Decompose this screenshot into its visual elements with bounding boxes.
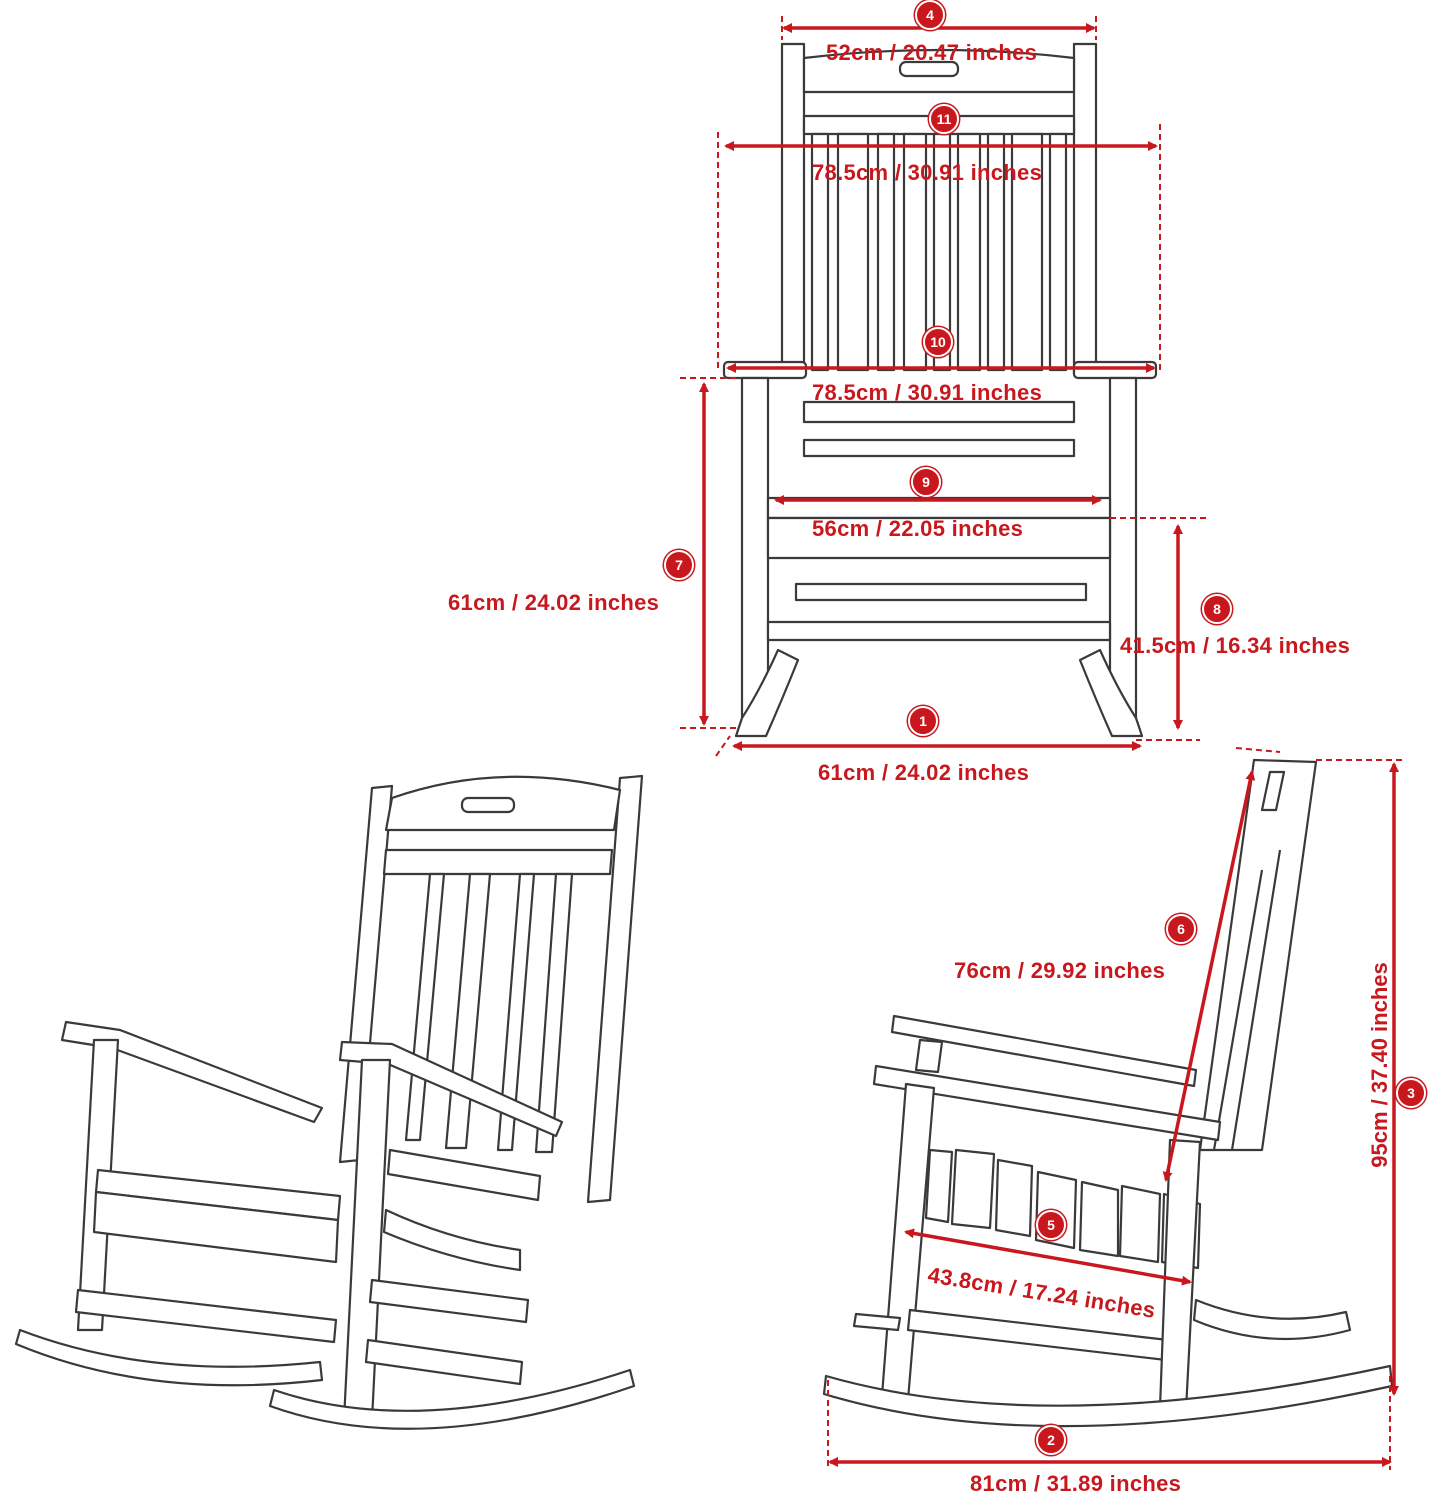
dimension-label-3: 95cm / 37.40 inches xyxy=(1367,962,1392,1168)
side-view-chair xyxy=(822,758,1394,1428)
dimension-label-8: 41.5cm / 16.34 inches xyxy=(1120,633,1351,658)
dimension-marker-3: 3 xyxy=(1396,1078,1426,1108)
dimension-marker-8: 8 xyxy=(1202,594,1232,624)
dimension-marker-4: 4 xyxy=(915,0,945,30)
dimension-label-7: 61cm / 24.02 inches xyxy=(448,590,660,615)
dimension-marker-6: 6 xyxy=(1166,914,1196,944)
dimension-marker-7: 7 xyxy=(664,550,694,580)
perspective-chair xyxy=(14,774,644,1430)
dimension-marker-5: 5 xyxy=(1036,1210,1066,1240)
dimension-label-11: 78.5cm / 30.91 inches xyxy=(812,160,1043,185)
extension-lines xyxy=(680,16,1404,1470)
dimension-marker-1: 1 xyxy=(908,706,938,736)
dimension-label-6: 76cm / 29.92 inches xyxy=(954,958,1166,983)
dimension-marker-11: 11 xyxy=(929,104,959,134)
dimension-label-10: 78.5cm / 30.91 inches xyxy=(812,380,1043,405)
dimension-label-4: 52cm / 20.47 inches xyxy=(826,40,1038,65)
dimension-label-9: 56cm / 22.05 inches xyxy=(812,516,1024,541)
dimension-marker-9: 9 xyxy=(911,467,941,497)
front-view-chair xyxy=(722,42,1158,738)
dimension-lines xyxy=(699,23,1399,1467)
dimension-marker-10: 10 xyxy=(923,327,953,357)
dimension-label-1: 61cm / 24.02 inches xyxy=(818,760,1030,785)
dimension-marker-2: 2 xyxy=(1036,1425,1066,1455)
dimension-label-2: 81cm / 31.89 inches xyxy=(970,1471,1182,1496)
